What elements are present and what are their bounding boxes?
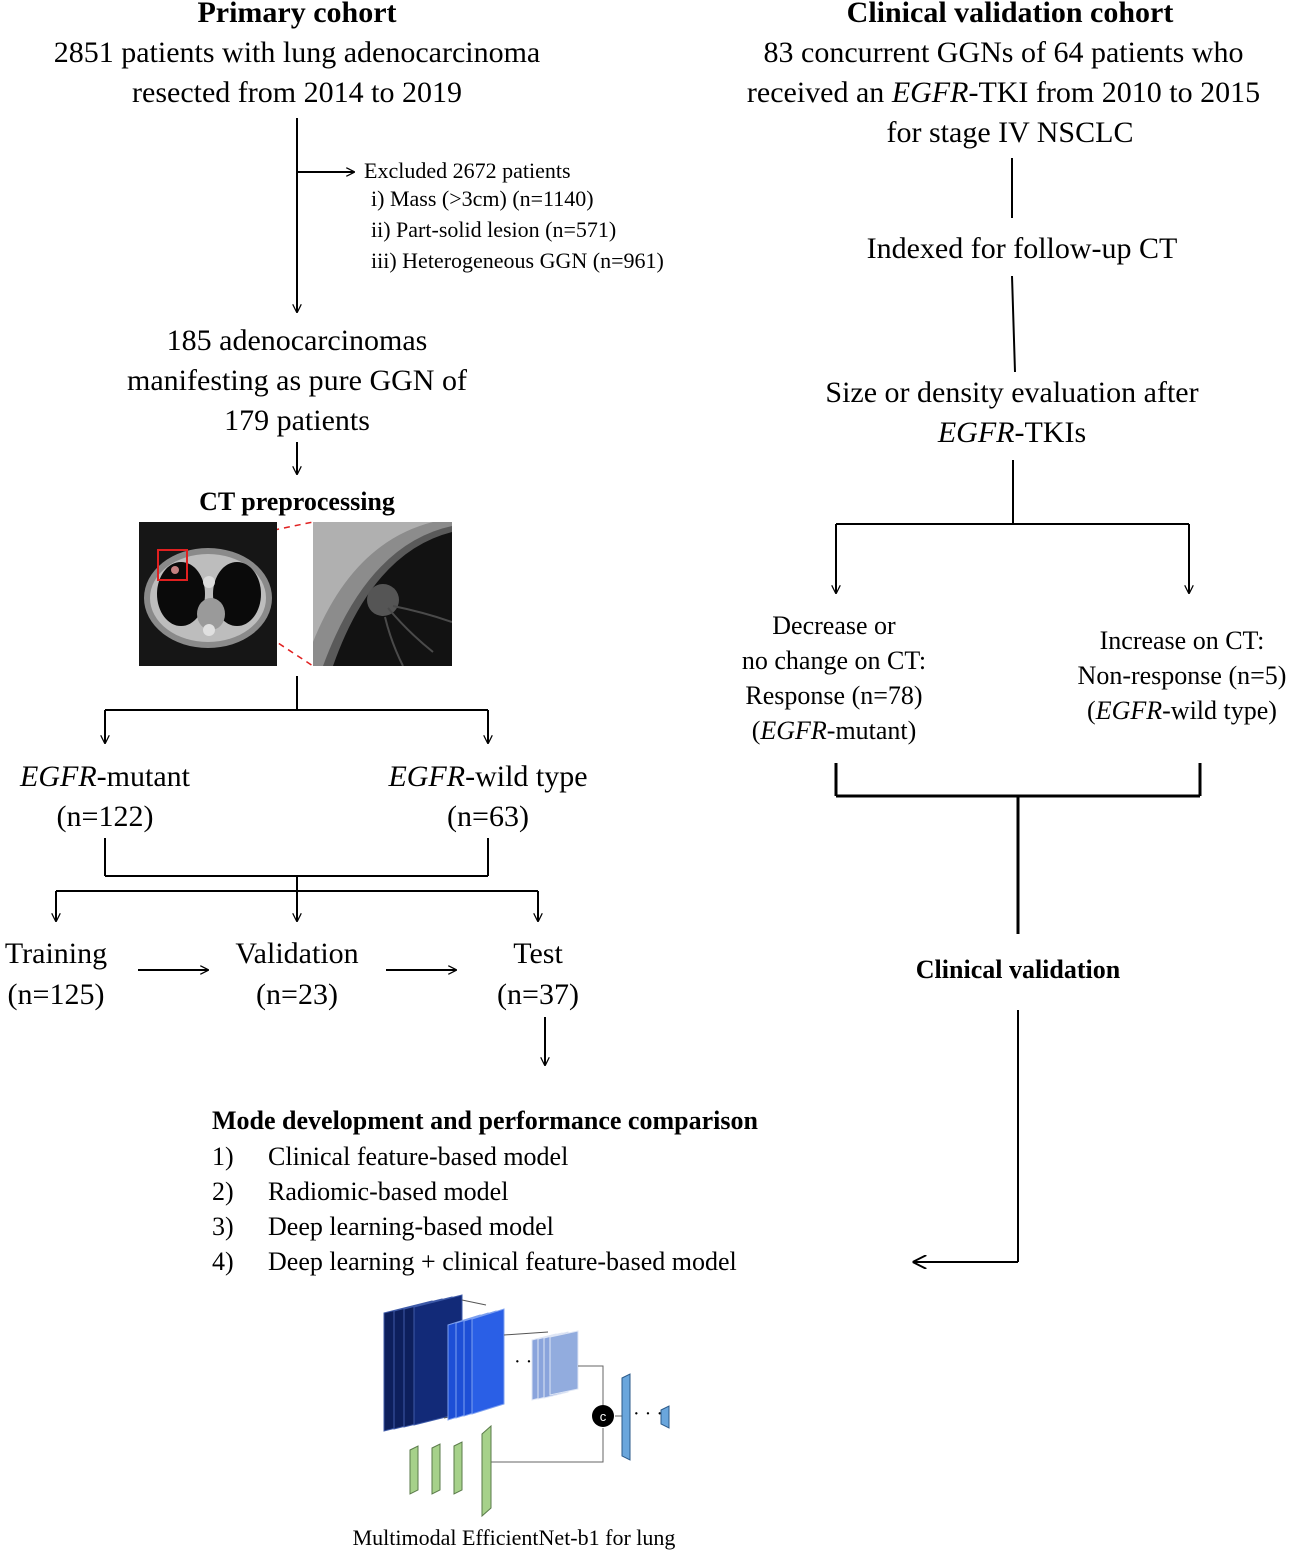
model-item-label: Deep learning + clinical feature-based m…: [268, 1247, 737, 1276]
concat-symbol: c: [600, 1409, 607, 1424]
network-caption: Multimodal EfficientNet-b1 for lung: [352, 1525, 676, 1550]
clinical-cohort-header: Clinical validation cohort: [846, 0, 1174, 29]
clinical-start-line-1: 83 concurrent GGNs of 64 patients who: [763, 36, 1244, 69]
egfr-mutant-count: (n=122): [56, 800, 154, 833]
ct-axial-image: [139, 522, 277, 666]
clin-line-2: [1011, 275, 1016, 373]
model-item-number: 2): [212, 1177, 234, 1206]
response-line-3: Response (n=78): [745, 681, 923, 710]
ellipsis-2: · · ·: [633, 1403, 663, 1425]
split-training-count: (n=125): [7, 978, 105, 1011]
split-validation-count: (n=23): [256, 978, 338, 1011]
nonresponse-line-3: (EGFR-wild type): [1087, 696, 1277, 725]
eval-line-2: EGFR-TKIs: [937, 416, 1087, 449]
ct-zoom-image: [313, 522, 452, 666]
response-line-2: no change on CT:: [741, 646, 927, 675]
primary-start-line-2: resected from 2014 to 2019: [132, 76, 462, 109]
excluded-item: i) Mass (>3cm) (n=1140): [371, 186, 594, 211]
nonresponse-line-2: Non-response (n=5): [1077, 661, 1287, 690]
response-line-4: (EGFR-mutant): [751, 716, 917, 745]
eval-line-1: Size or density evaluation after: [825, 376, 1199, 409]
excluded-title: Excluded 2672 patients: [364, 158, 571, 183]
models-title: Mode development and performance compari…: [212, 1106, 758, 1135]
included-line-3: 179 patients: [224, 404, 370, 437]
excluded-item: iii) Heterogeneous GGN (n=961): [371, 248, 664, 273]
model-item-number: 3): [212, 1212, 234, 1241]
primary-cohort-header: Primary cohort: [197, 0, 397, 29]
included-line-1: 185 adenocarcinomas: [166, 324, 428, 357]
network-diagram: · · · c · · ·: [383, 1294, 670, 1518]
included-line-2: manifesting as pure GGN of: [127, 364, 467, 397]
split-test-label: Test: [513, 937, 563, 970]
excluded-item: ii) Part-solid lesion (n=571): [371, 217, 617, 242]
split-training-label: Training: [4, 937, 108, 970]
response-line-1: Decrease or: [772, 611, 896, 640]
ct-preprocessing-title: CT preprocessing: [199, 487, 395, 516]
clinical-validation-label: Clinical validation: [915, 955, 1121, 984]
sky-layer: [621, 1373, 631, 1461]
clinical-branch-layers: [409, 1424, 492, 1518]
model-item-label: Deep learning-based model: [268, 1212, 554, 1241]
blue-block-stack: [447, 1308, 505, 1421]
egfr-wild-label: EGFR-wild type: [388, 760, 588, 793]
output-layer: [660, 1405, 670, 1429]
model-item-number: 4): [212, 1247, 234, 1276]
clinical-start-line-2: received an EGFR-TKI from 2010 to 2015: [746, 76, 1261, 109]
clinical-start-line-3: for stage IV NSCLC: [886, 116, 1134, 149]
egfr-wild-count: (n=63): [447, 800, 529, 833]
concat-node: [592, 1405, 614, 1427]
model-item-label: Radiomic-based model: [268, 1177, 509, 1206]
primary-start-line-1: 2851 patients with lung adenocarcinoma: [53, 36, 541, 69]
egfr-mutant-label: EGFR-mutant: [20, 760, 190, 793]
roi-box: [157, 549, 188, 581]
indexed-followup: Indexed for follow-up CT: [866, 232, 1178, 265]
split-validation-label: Validation: [235, 937, 359, 970]
model-item-number: 1): [212, 1142, 234, 1171]
light-block-stack: [531, 1330, 579, 1401]
nonresponse-line-1: Increase on CT:: [1099, 626, 1265, 655]
split-test-count: (n=37): [497, 978, 579, 1011]
model-item-label: Clinical feature-based model: [268, 1142, 569, 1171]
